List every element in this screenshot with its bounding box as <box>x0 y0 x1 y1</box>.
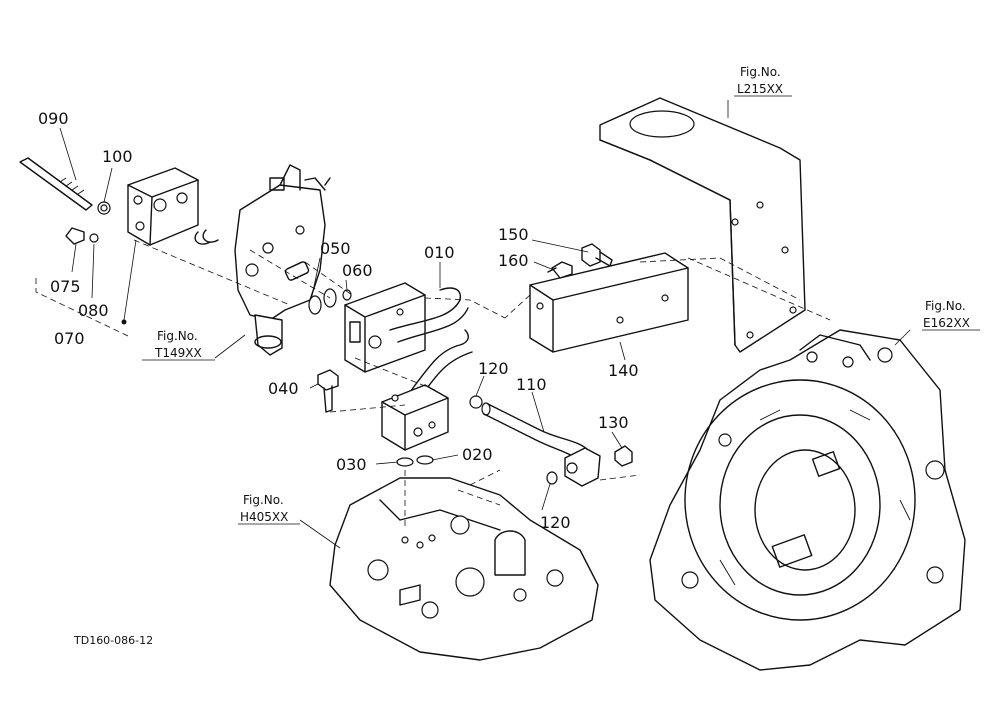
cover-plate-drawing <box>127 167 199 246</box>
label-020: 020 <box>462 445 493 464</box>
label-110: 110 <box>516 375 547 394</box>
label-060: 060 <box>342 261 373 280</box>
fig-ref-e162-line2: E162XX <box>923 316 970 330</box>
figure-references: Fig.No. L215XX Fig.No. E162XX Fig.No. T1… <box>154 65 970 524</box>
fig-ref-l215-line2: L215XX <box>737 82 783 96</box>
label-030: 030 <box>336 455 367 474</box>
label-100: 100 <box>102 147 133 166</box>
housing-e162-drawing <box>649 329 966 671</box>
label-140: 140 <box>608 361 639 380</box>
label-080: 080 <box>78 301 109 320</box>
plate-140-drawing <box>529 243 689 353</box>
bolt-040-drawing <box>317 369 339 413</box>
alignment-lines <box>35 239 831 528</box>
hydraulic-block-h405-drawing <box>329 477 599 661</box>
fig-ref-l215-line1: Fig.No. <box>740 65 781 79</box>
fig-ref-e162-line1: Fig.No. <box>925 299 966 313</box>
valve-body-t149-drawing <box>194 164 331 356</box>
label-130: 130 <box>598 413 629 432</box>
drawing-code: TD160-086-12 <box>73 634 153 647</box>
lower-block-drawing <box>381 384 449 467</box>
fig-ref-h405-line2: H405XX <box>240 510 288 524</box>
bolt-and-fittings-drawing <box>19 157 127 325</box>
label-120-bottom: 120 <box>540 513 571 532</box>
label-150: 150 <box>498 225 529 244</box>
part-labels: 090 100 075 080 070 050 060 010 040 120 … <box>38 109 639 532</box>
fig-ref-t149-line1: Fig.No. <box>157 329 198 343</box>
manifold-010-drawing <box>344 282 473 399</box>
label-040: 040 <box>268 379 299 398</box>
leader-lines <box>59 95 980 549</box>
pipe-110-drawing <box>469 395 633 487</box>
label-010: 010 <box>424 243 455 262</box>
label-090: 090 <box>38 109 69 128</box>
fig-ref-h405-line1: Fig.No. <box>243 493 284 507</box>
label-075: 075 <box>50 277 81 296</box>
label-160: 160 <box>498 251 529 270</box>
fig-ref-t149-line2: T149XX <box>154 346 202 360</box>
bracket-l215-drawing <box>599 97 806 353</box>
label-050: 050 <box>320 239 351 258</box>
label-120-top: 120 <box>478 359 509 378</box>
label-070: 070 <box>54 329 85 348</box>
